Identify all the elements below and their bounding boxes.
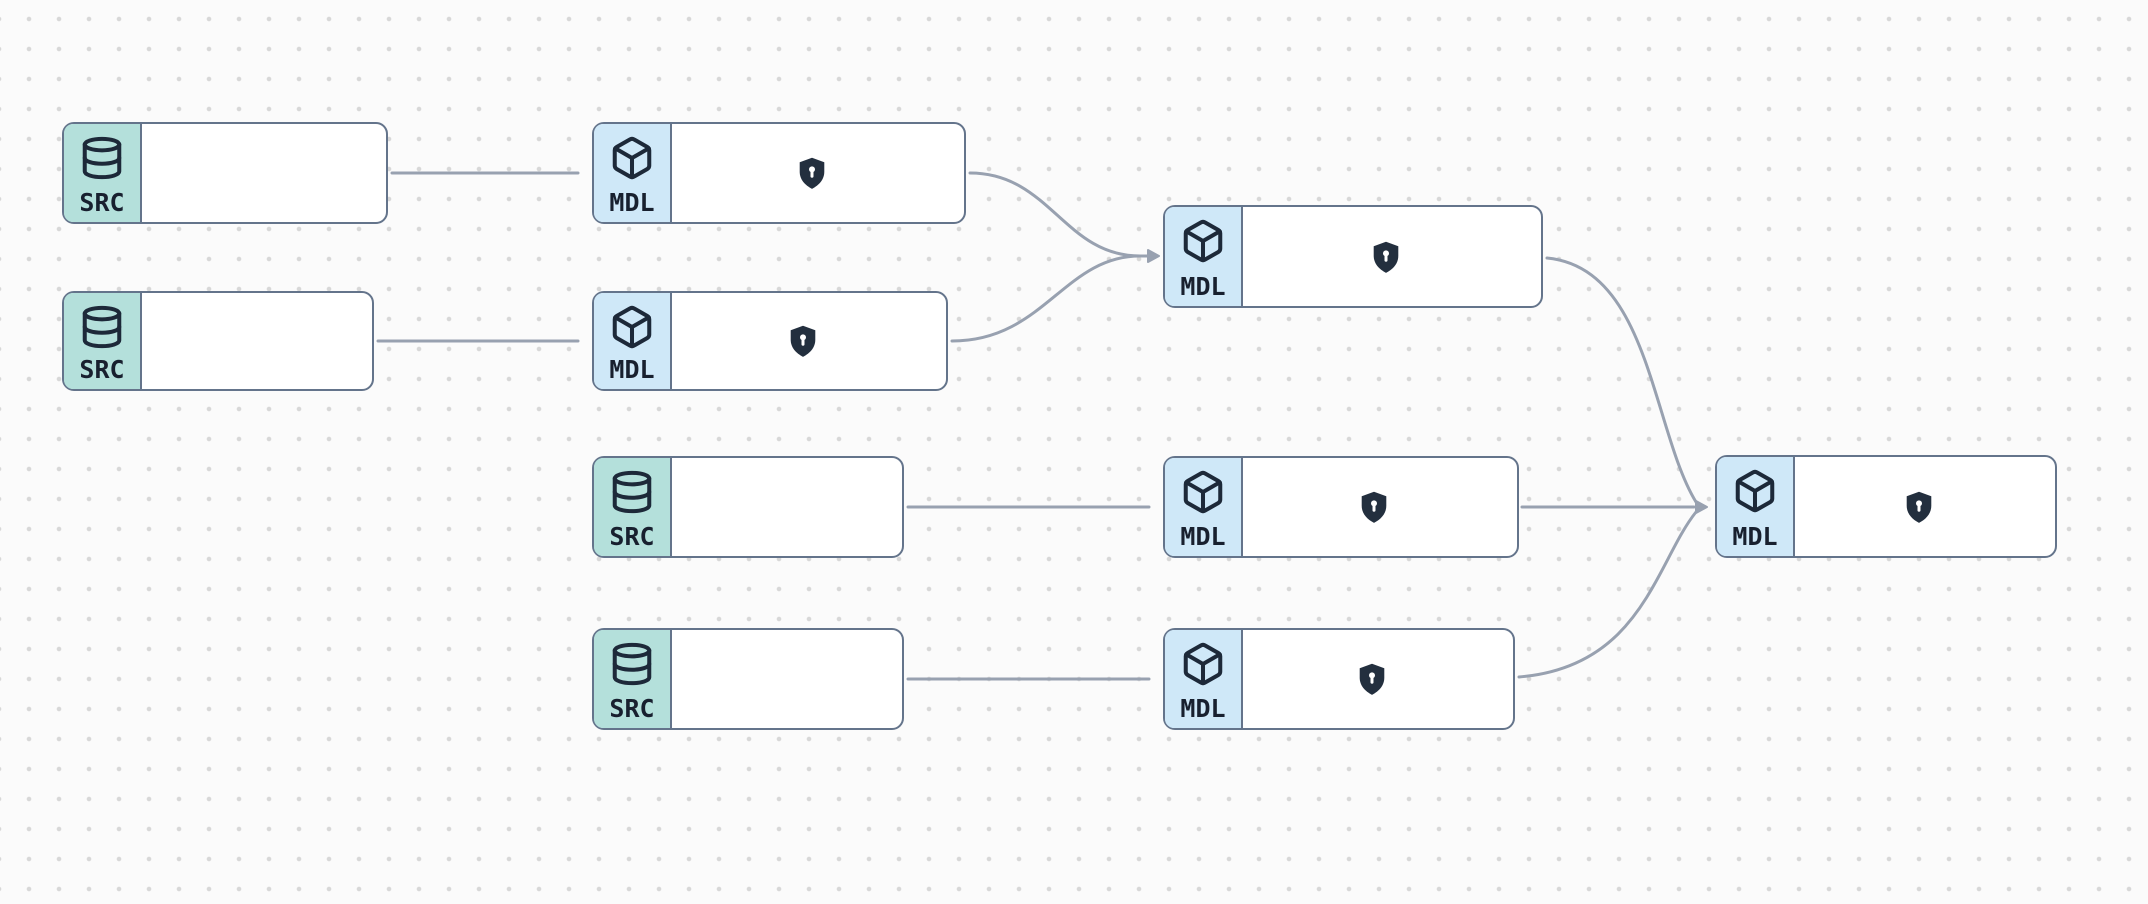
- cube-icon: [1183, 642, 1223, 686]
- node-body: [1243, 630, 1513, 728]
- cube-icon: [612, 305, 652, 349]
- shield-icon: [1906, 491, 1931, 523]
- node-raw-wands[interactable]: SRC: [592, 628, 904, 730]
- node-fct-orders[interactable]: MDL: [1715, 455, 2057, 558]
- node-type-panel: MDL: [594, 124, 672, 222]
- shield-icon: [1373, 241, 1398, 273]
- node-body: [142, 124, 386, 222]
- node-body: [1795, 457, 2055, 556]
- shield-icon: [1361, 491, 1386, 523]
- database-icon: [612, 642, 652, 686]
- node-kind-badge: MDL: [1180, 694, 1226, 723]
- node-kind-badge: SRC: [609, 694, 655, 723]
- node-dim-wizards[interactable]: MDL: [1163, 205, 1543, 308]
- node-body: [1243, 207, 1541, 306]
- shield-icon: [1359, 663, 1384, 695]
- node-raw-worlds[interactable]: SRC: [62, 291, 374, 391]
- node-type-panel: MDL: [1717, 457, 1795, 556]
- node-stg-wizards[interactable]: MDL: [592, 122, 966, 224]
- node-kind-badge: MDL: [1180, 272, 1226, 301]
- node-type-panel: MDL: [1165, 458, 1243, 556]
- shield-icon: [790, 325, 815, 357]
- node-type-panel: MDL: [1165, 630, 1243, 728]
- shield-icon: [799, 157, 824, 189]
- database-icon: [82, 305, 122, 349]
- node-type-panel: SRC: [594, 630, 672, 728]
- node-stg-wands[interactable]: MDL: [1163, 628, 1515, 730]
- arrowhead-into-fct-orders: [1695, 500, 1708, 514]
- node-type-panel: MDL: [594, 293, 672, 389]
- node-stg-worlds[interactable]: MDL: [592, 291, 948, 391]
- cube-icon: [1735, 469, 1775, 513]
- node-body: [672, 458, 902, 556]
- node-type-panel: SRC: [64, 293, 142, 389]
- node-raw-wizards[interactable]: SRC: [62, 122, 388, 224]
- node-kind-badge: MDL: [1180, 522, 1226, 551]
- node-body: [672, 124, 964, 222]
- node-body: [672, 293, 946, 389]
- edge-stg-wizards-to-dim-wizards: [968, 171, 1142, 258]
- node-type-panel: SRC: [64, 124, 142, 222]
- edge-stg-wands-to-fct-orders: [1517, 510, 1698, 679]
- node-kind-badge: MDL: [1732, 522, 1778, 551]
- node-kind-badge: SRC: [609, 522, 655, 551]
- node-kind-badge: MDL: [609, 355, 655, 384]
- cube-icon: [612, 136, 652, 180]
- database-icon: [612, 470, 652, 514]
- node-type-panel: MDL: [1165, 207, 1243, 306]
- edge-dim-wizards-to-fct-orders: [1545, 256, 1698, 504]
- node-body: [672, 630, 902, 728]
- node-kind-badge: SRC: [79, 188, 125, 217]
- database-icon: [82, 136, 122, 180]
- node-type-panel: SRC: [594, 458, 672, 556]
- edge-stg-worlds-to-dim-wizards: [950, 254, 1150, 343]
- node-kind-badge: MDL: [609, 188, 655, 217]
- node-body: [1243, 458, 1517, 556]
- cube-icon: [1183, 219, 1223, 263]
- node-raw-orders[interactable]: SRC: [592, 456, 904, 558]
- arrowhead-into-dim-wizards: [1147, 249, 1160, 263]
- node-kind-badge: SRC: [79, 355, 125, 384]
- node-body: [142, 293, 372, 389]
- node-stg-orders[interactable]: MDL: [1163, 456, 1519, 558]
- cube-icon: [1183, 470, 1223, 514]
